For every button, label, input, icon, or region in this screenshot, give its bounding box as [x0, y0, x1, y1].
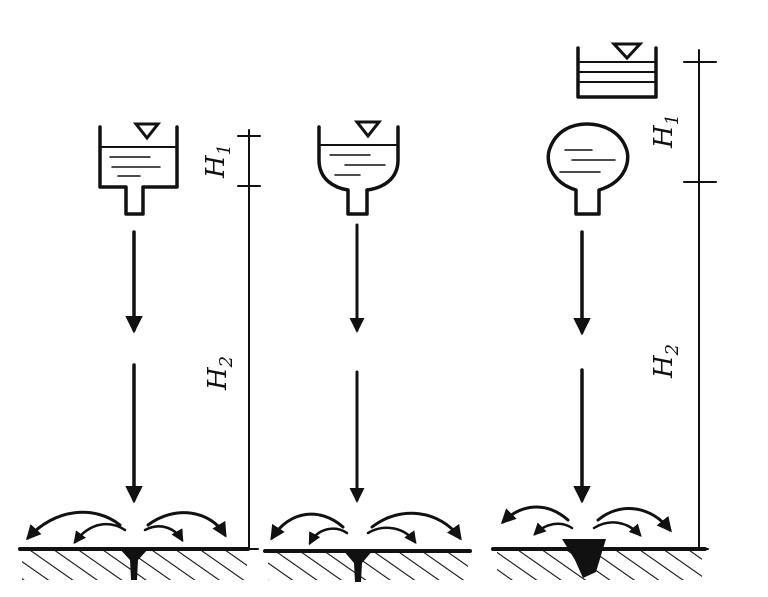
vessel-3-spherical-flask: [546, 122, 630, 216]
water-level-marker-2: [353, 120, 383, 139]
ground-1: [18, 547, 250, 580]
h2-left-label: H2: [203, 356, 237, 391]
erosion-crater-1: [118, 547, 150, 580]
dimension-lines-3: [683, 49, 717, 550]
splash-3: [500, 505, 672, 537]
dimension-lines-1: [237, 129, 261, 550]
ground-2: [263, 549, 472, 582]
erosion-crater-2: [342, 549, 374, 582]
water-level-marker-3: [610, 42, 644, 61]
water-level-marker-1: [132, 122, 162, 141]
vessel-2-rounded-bowl: [317, 120, 400, 216]
ground-3: [491, 539, 707, 580]
figure-2: [263, 120, 472, 582]
h2-right-label: H2: [649, 344, 683, 379]
splash-1: [25, 510, 227, 544]
splash-2: [270, 511, 462, 546]
h1-right-label: H1: [649, 114, 683, 149]
figure-3: H1 H2: [491, 42, 717, 580]
h1-left-label: H1: [201, 144, 235, 179]
figure-1: H1 H2: [18, 122, 261, 580]
erosion-crater-3: [562, 539, 606, 578]
supply-tank-3: [576, 42, 658, 99]
vessel-1-cylindrical-tank: [98, 122, 179, 216]
